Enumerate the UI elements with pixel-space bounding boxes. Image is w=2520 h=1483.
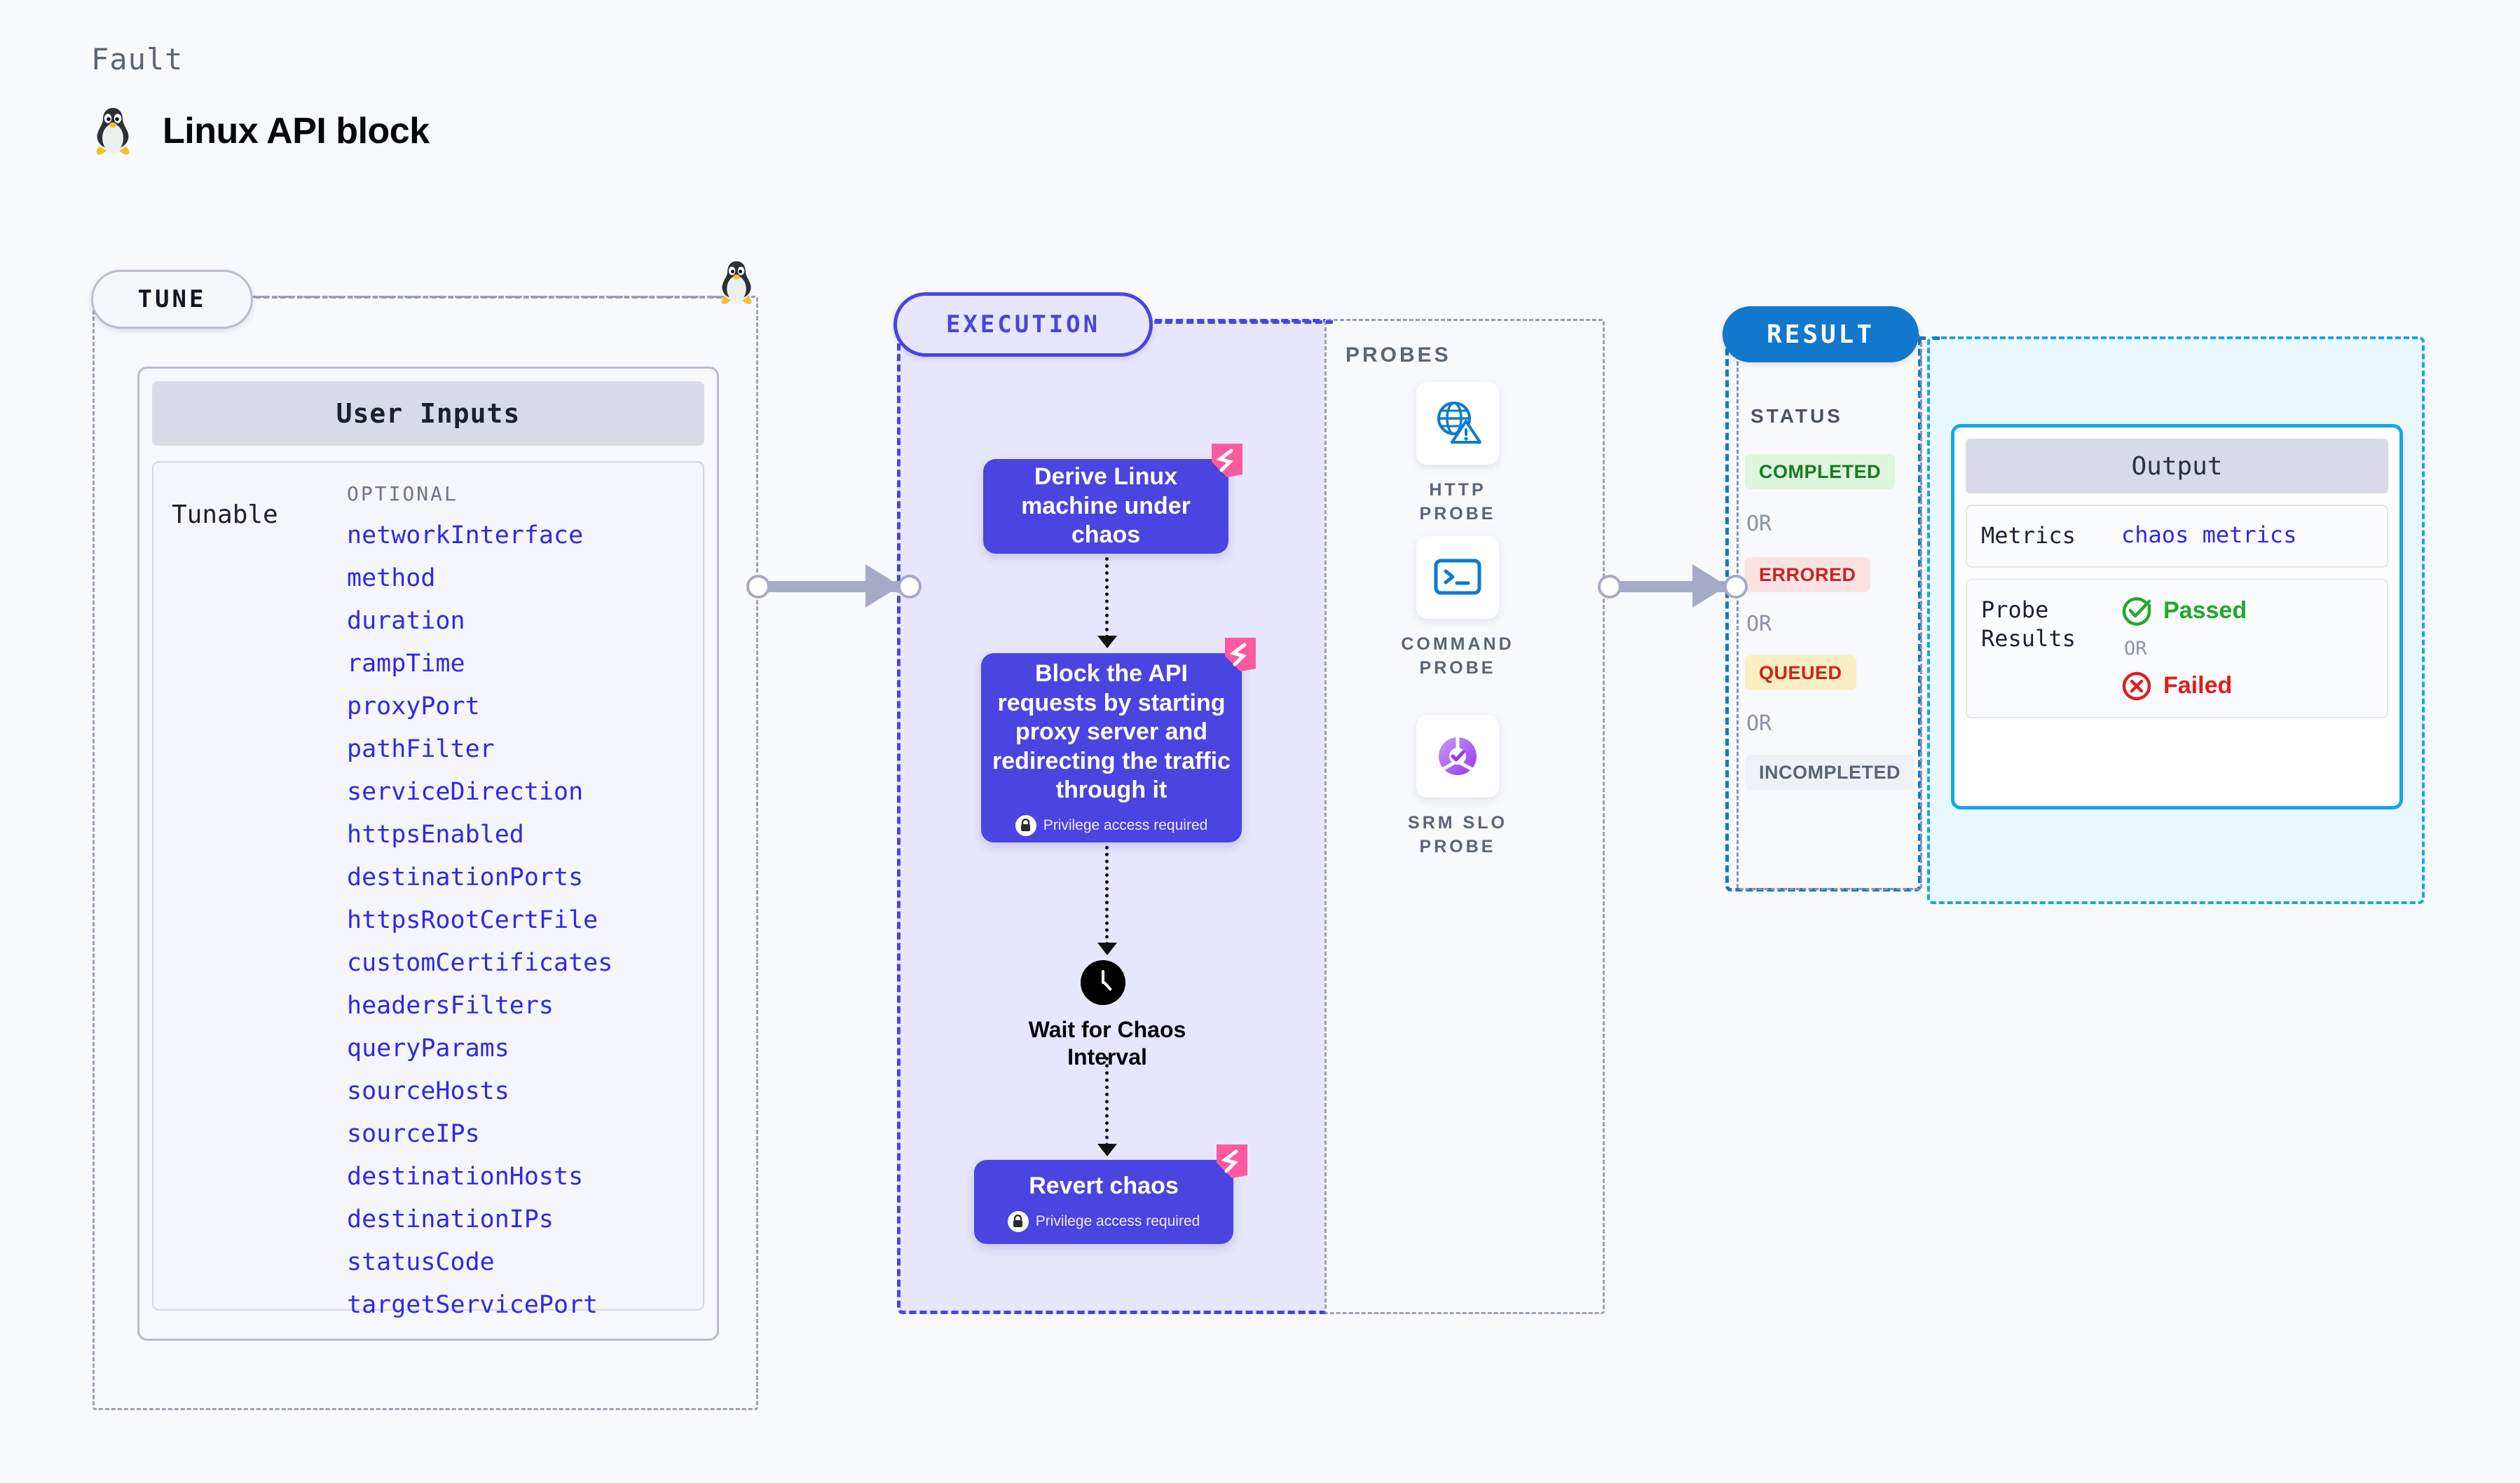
optional-label: OPTIONAL xyxy=(347,482,458,505)
param-duration[interactable]: duration xyxy=(347,607,465,635)
probe-srm-slo[interactable]: SRM SLO PROBE xyxy=(1388,715,1528,859)
execution-node-revert-chaos[interactable]: Revert chaos Privilege access required xyxy=(974,1144,1247,1244)
fault-title-row: Linux API block xyxy=(91,106,430,156)
status-or-label: OR xyxy=(1746,512,1772,536)
status-title: STATUS xyxy=(1751,405,1843,427)
param-targetServicePort[interactable]: targetServicePort xyxy=(347,1291,598,1319)
flow-arrow-3 xyxy=(1097,1057,1117,1156)
param-serviceDirection[interactable]: serviceDirection xyxy=(347,778,584,806)
probe-result-or-label: OR xyxy=(2124,637,2147,660)
probe-result-failed-label: Failed xyxy=(2163,672,2233,699)
param-headersFilters[interactable]: headersFilters xyxy=(347,992,554,1020)
param-method[interactable]: method xyxy=(347,564,436,592)
x-circle-icon xyxy=(2122,671,2151,700)
output-metrics-value[interactable]: chaos metrics xyxy=(2121,521,2297,548)
output-probe-results-key: Probe Results xyxy=(1981,596,2076,652)
harness-corner-badge-icon xyxy=(1217,1144,1247,1178)
param-statusCode[interactable]: statusCode xyxy=(347,1248,495,1276)
param-sourceIPs[interactable]: sourceIPs xyxy=(347,1120,480,1148)
tune-pill-badge: TUNE xyxy=(91,270,253,329)
param-proxyPort[interactable]: proxyPort xyxy=(347,692,480,720)
fault-eyebrow-label: Fault xyxy=(91,42,184,76)
terminal-icon xyxy=(1416,536,1499,619)
execution-pill-badge: EXECUTION xyxy=(893,292,1153,357)
result-pill-badge: RESULT xyxy=(1723,306,1919,362)
lock-icon xyxy=(1015,814,1036,836)
check-circle-icon xyxy=(2122,596,2151,626)
user-inputs-card: User Inputs Tunable OPTIONAL networkInte… xyxy=(137,367,719,1341)
execution-node-derive-machine[interactable]: Derive Linux machine under chaos xyxy=(983,444,1242,554)
tunable-params-list: OPTIONAL networkInterface method duratio… xyxy=(347,482,613,1318)
execution-dashed-top-line xyxy=(1144,320,1333,324)
probe-result-failed: Failed xyxy=(2121,671,2247,702)
execution-node-label: Derive Linux machine under chaos xyxy=(1021,463,1191,549)
param-destinationHosts[interactable]: destinationHosts xyxy=(347,1163,584,1191)
privilege-label: Privilege access required xyxy=(1035,1212,1200,1229)
tune-dashed-top-line xyxy=(247,296,730,299)
probe-command-label: COMMAND PROBE xyxy=(1401,634,1514,678)
lock-icon xyxy=(1007,1210,1029,1232)
donut-check-icon xyxy=(1416,715,1499,798)
flow-arrow-2 xyxy=(1097,846,1117,955)
param-customCertificates[interactable]: customCertificates xyxy=(347,949,613,977)
harness-corner-badge-icon xyxy=(1212,444,1242,477)
param-networkInterface[interactable]: networkInterface xyxy=(347,521,584,549)
param-httpsEnabled[interactable]: httpsEnabled xyxy=(347,821,524,849)
output-card: Output Metrics chaos metrics Probe Resul… xyxy=(1951,424,2403,809)
param-pathFilter[interactable]: pathFilter xyxy=(347,735,495,763)
probe-http-label: HTTP PROBE xyxy=(1419,480,1496,524)
param-sourceHosts[interactable]: sourceHosts xyxy=(347,1077,509,1105)
probe-http[interactable]: HTTP PROBE xyxy=(1388,382,1528,526)
privilege-label: Privilege access required xyxy=(1043,816,1208,833)
status-or-label: OR xyxy=(1746,612,1772,636)
privilege-required-note: Privilege access required xyxy=(1015,814,1208,836)
param-destinationPorts[interactable]: destinationPorts xyxy=(347,863,584,891)
privilege-required-note: Privilege access required xyxy=(1007,1210,1200,1232)
output-header: Output xyxy=(1966,439,2388,493)
output-metrics-row: Metrics chaos metrics xyxy=(1966,505,2388,568)
probe-result-passed: Passed xyxy=(2121,596,2247,627)
param-rampTime[interactable]: rampTime xyxy=(347,650,465,678)
status-badge-completed: COMPLETED xyxy=(1745,454,1896,489)
param-destinationIPs[interactable]: destinationIPs xyxy=(347,1205,554,1233)
status-badge-queued: QUEUED xyxy=(1745,655,1856,690)
probes-section-panel xyxy=(1324,319,1605,1314)
param-queryParams[interactable]: queryParams xyxy=(347,1034,509,1062)
output-probe-results-values: Passed OR Failed xyxy=(2121,596,2247,702)
page-header: Fault Linux API block xyxy=(91,42,430,156)
page-title: Linux API block xyxy=(163,111,430,151)
probes-title: PROBES xyxy=(1345,343,1451,367)
output-metrics-key: Metrics xyxy=(1981,522,2076,549)
tunable-label: Tunable xyxy=(172,500,278,529)
tunable-params-box: Tunable OPTIONAL networkInterface method… xyxy=(152,461,704,1318)
flow-arrow-1 xyxy=(1097,557,1117,648)
clock-icon xyxy=(1081,960,1125,1005)
probe-result-passed-label: Passed xyxy=(2163,597,2247,624)
linux-penguin-icon-on-line xyxy=(716,259,757,309)
result-section-panel xyxy=(1725,334,1922,891)
execution-node-label: Revert chaos xyxy=(1029,1173,1179,1200)
result-dashed-top-line xyxy=(1919,336,1940,340)
param-httpsRootCertFile[interactable]: httpsRootCertFile xyxy=(347,906,598,934)
probe-srm-slo-label: SRM SLO PROBE xyxy=(1408,813,1507,856)
execution-node-label: Block the API requests by starting proxy… xyxy=(992,660,1231,804)
linux-penguin-icon xyxy=(96,108,130,155)
status-badge-errored: ERRORED xyxy=(1745,557,1870,592)
probe-command[interactable]: COMMAND PROBE xyxy=(1388,536,1528,681)
execution-node-block-api[interactable]: Block the API requests by starting proxy… xyxy=(981,638,1256,842)
status-badge-incompleted: INCOMPLETED xyxy=(1745,755,1915,790)
user-inputs-header: User Inputs xyxy=(152,381,704,446)
harness-corner-badge-icon xyxy=(1225,638,1256,671)
status-or-label: OR xyxy=(1746,711,1772,736)
output-probe-results-row: Probe Results Passed OR Failed xyxy=(1966,578,2388,718)
globe-warning-icon xyxy=(1416,382,1499,465)
